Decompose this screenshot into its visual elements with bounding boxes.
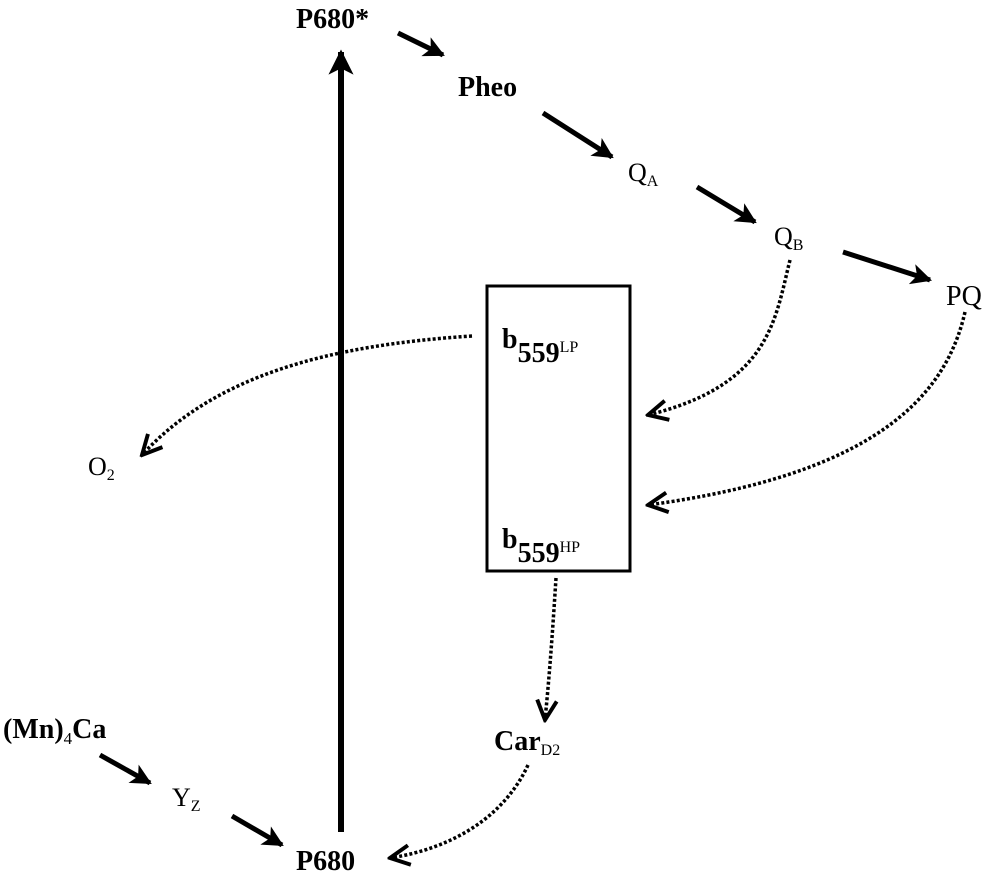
arrow-b559-to-card2 <box>545 577 556 720</box>
label-qb: QB <box>774 222 803 254</box>
label-yz: YZ <box>172 783 201 815</box>
arrow-qa-to-qb <box>695 184 757 225</box>
arrow-qb-to-pq <box>842 249 932 285</box>
arrow-mn4ca-to-yz <box>98 752 152 786</box>
arrow-qb-to-b559 <box>648 259 792 415</box>
arrow-p680star-to-pheo <box>396 30 445 58</box>
label-o2: O2 <box>88 452 115 484</box>
label-p680-excited: P680* <box>296 4 369 35</box>
label-pq: PQ <box>946 281 982 312</box>
arrow-pq-to-b559 <box>648 311 967 505</box>
arrow-yz-to-p680 <box>230 813 284 848</box>
label-pheo: Pheo <box>458 72 517 103</box>
arrow-card2-to-p680 <box>390 764 530 858</box>
label-b559-lp: b559LP <box>502 324 578 369</box>
label-b559-hp: b559HP <box>502 524 580 569</box>
arrow-b559lp-to-o2 <box>142 334 473 455</box>
label-mn4ca: (Mn)4Ca <box>3 714 106 748</box>
cytochrome-b559-box <box>485 284 632 573</box>
arrow-pheo-to-qa <box>541 110 614 160</box>
label-car-d2: CarD2 <box>494 726 560 759</box>
label-qa: QA <box>628 158 659 190</box>
label-p680-ground: P680 <box>296 846 355 877</box>
